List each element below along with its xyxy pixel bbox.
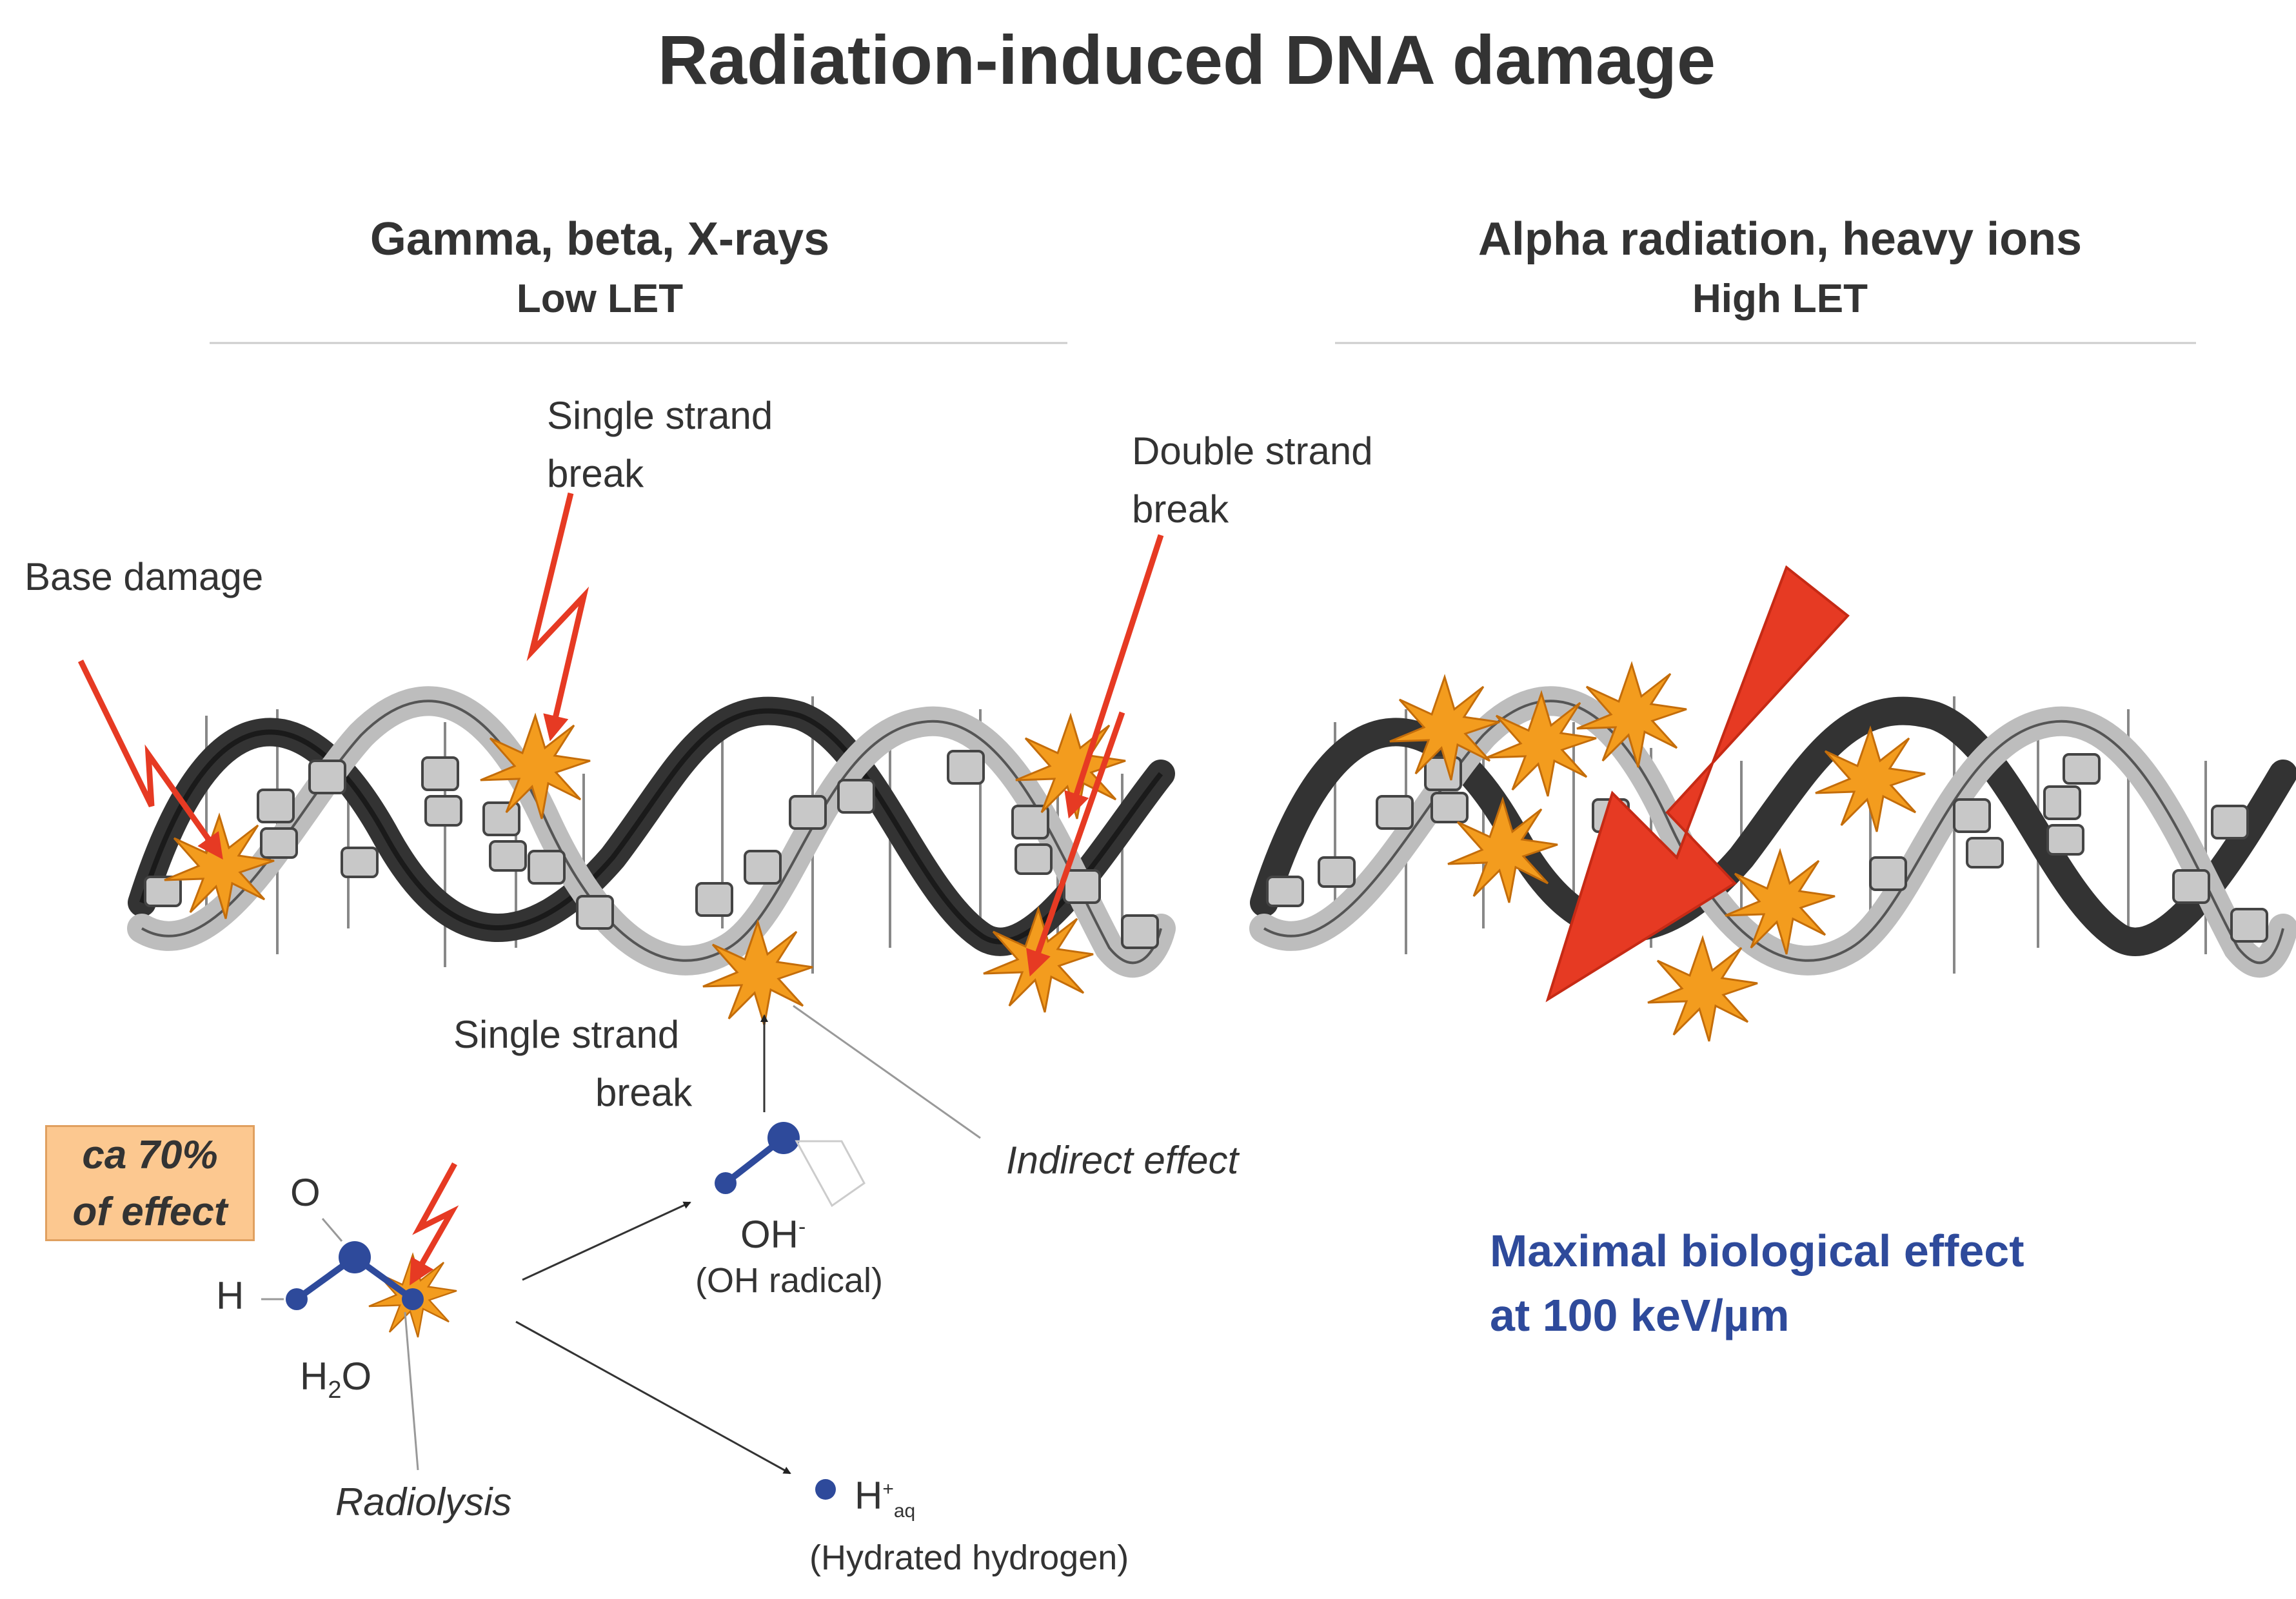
label-indirect-effect: Indirect effect: [1006, 1139, 1239, 1182]
oh-radical-molecule: [715, 1122, 866, 1208]
effect-box-line2: of effect: [72, 1190, 228, 1234]
label-water-o: O: [290, 1171, 321, 1214]
burst-dsb-top: [1015, 712, 1126, 819]
burst-high-let-2: [1486, 690, 1597, 797]
label-water-h: H: [216, 1274, 244, 1317]
label-dsb-2: break: [1132, 487, 1229, 531]
note-line1: Maximal biological effect: [1490, 1226, 2024, 1276]
arrow-to-oh: [522, 1201, 691, 1281]
arrow-dsb-bottom: [1026, 711, 1125, 977]
leader-radiolysis: [404, 1311, 419, 1471]
label-base-damage: Base damage: [25, 555, 264, 598]
right-panel-heading: Alpha radiation, heavy ions: [1478, 213, 2083, 265]
arrow-to-h: [515, 1320, 791, 1475]
lightning-ssb-top: [526, 492, 589, 741]
lightning-base-damage: [77, 660, 223, 860]
effect-box: ca 70% of effect: [45, 1125, 255, 1241]
burst-high-let-3: [1576, 661, 1687, 768]
label-radiolysis: Radiolysis: [335, 1480, 512, 1524]
label-h-ion-name: (Hydrated hydrogen): [809, 1538, 1129, 1577]
label-oh: OH-: [740, 1213, 806, 1256]
note-line2: at 100 keV/µm: [1490, 1290, 1790, 1340]
burst-high-let-1: [1389, 674, 1500, 781]
label-ssb-top-2: break: [547, 452, 644, 495]
leader-indirect: [793, 1005, 981, 1139]
label-ssb-top-1: Single strand: [547, 394, 773, 437]
right-panel-subheading: High LET: [1692, 277, 1868, 321]
label-water-name: H2O: [300, 1355, 372, 1404]
dna-helix-left: [127, 686, 1176, 978]
burst-base-damage: [164, 812, 275, 919]
label-oh-name: (OH radical): [695, 1261, 884, 1300]
page-title: Radiation-induced DNA damage: [657, 21, 1716, 99]
burst-ssb-top: [480, 712, 591, 819]
burst-high-let-4: [1447, 796, 1558, 903]
big-red-arrow: [1545, 565, 1850, 1003]
h-ion-molecule: [815, 1479, 836, 1500]
lightning-radiolysis: [410, 1162, 459, 1286]
label-ssb-bottom-2: break: [595, 1071, 693, 1114]
effect-box-line1: ca 70%: [82, 1133, 218, 1177]
label-h-ion: H+aq: [855, 1474, 916, 1522]
left-panel-heading: Gamma, beta, X-rays: [370, 213, 830, 265]
burst-high-let-7: [1647, 935, 1758, 1042]
label-dsb-1: Double strand: [1132, 429, 1373, 473]
burst-high-let-6: [1725, 848, 1836, 955]
burst-high-let-5: [1815, 725, 1926, 832]
label-ssb-bottom-1: Single strand: [453, 1013, 680, 1056]
water-molecule: [261, 1218, 424, 1310]
left-panel-subheading: Low LET: [516, 277, 684, 321]
arrow-dsb-top: [1064, 534, 1164, 819]
